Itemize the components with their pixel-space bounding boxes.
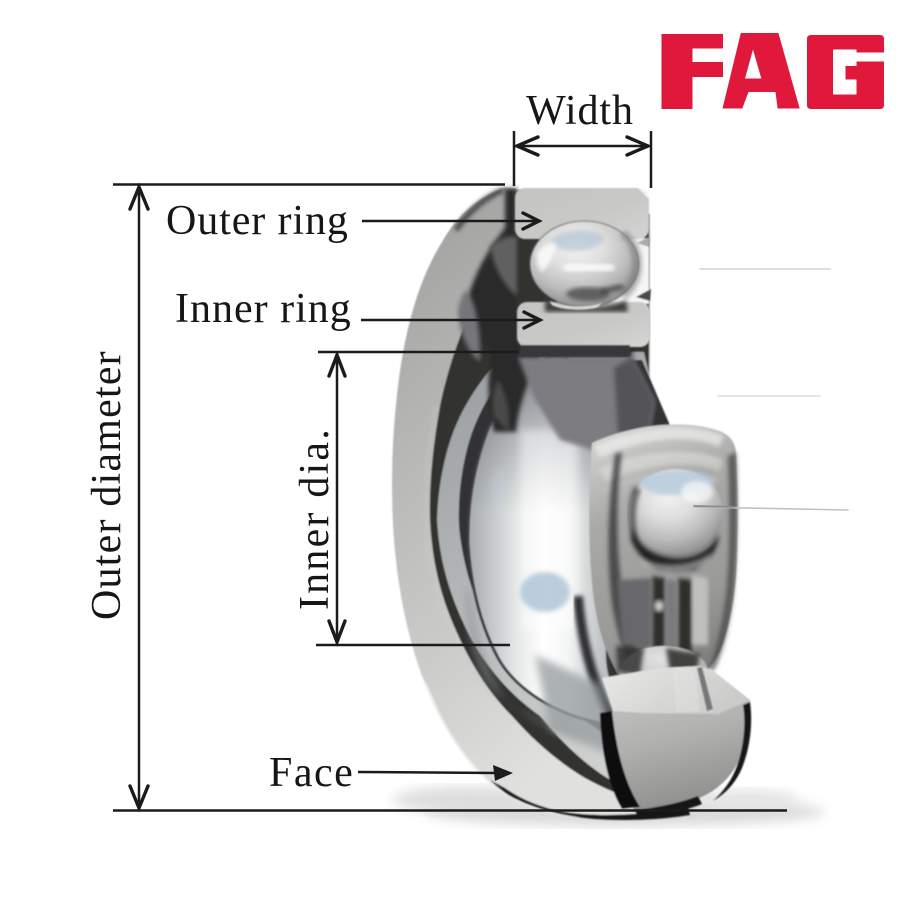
svg-text:Inner dia.: Inner dia. xyxy=(292,427,338,610)
svg-text:Width: Width xyxy=(526,88,634,134)
svg-text:Outer ring: Outer ring xyxy=(166,198,349,244)
svg-text:Face: Face xyxy=(269,750,354,796)
svg-text:Outer diameter: Outer diameter xyxy=(84,350,130,620)
svg-text:Inner ring: Inner ring xyxy=(175,286,352,332)
